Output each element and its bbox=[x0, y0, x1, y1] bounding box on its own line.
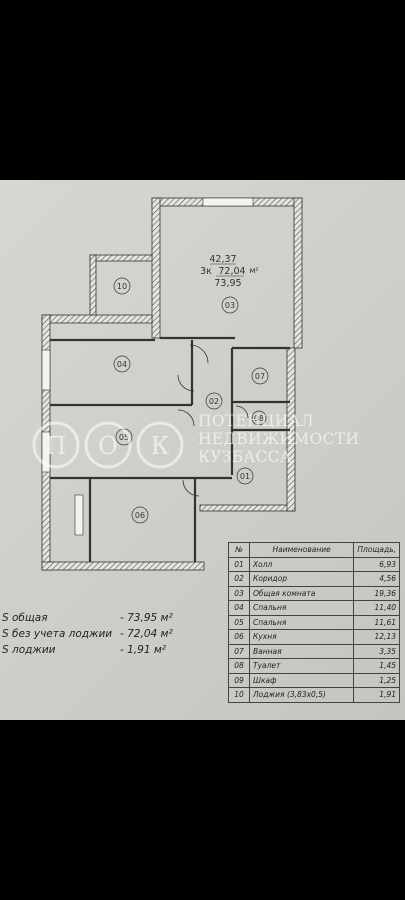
room-area-cell: 4,56 bbox=[353, 571, 400, 587]
area-summary: S общая - 73,95 м² S без учета лоджии - … bbox=[0, 610, 200, 658]
room-area-cell: 1,91 bbox=[353, 687, 400, 703]
room-area-cell: 1,45 bbox=[353, 658, 400, 674]
room-num-cell: 03 bbox=[228, 585, 250, 601]
room-name-cell: Общая комната bbox=[248, 585, 355, 601]
room-area-cell: 1,25 bbox=[353, 672, 400, 688]
summary-value: - 73,95 м² bbox=[120, 612, 173, 624]
room-area-cell: 11,40 bbox=[353, 600, 400, 616]
room-num-cell: 09 bbox=[228, 672, 250, 688]
room-number-03: 03 bbox=[225, 301, 235, 310]
room-name-cell: Холл bbox=[248, 556, 355, 572]
room-number-04: 04 bbox=[117, 360, 127, 369]
apartment-area-total: 73,95 bbox=[214, 278, 241, 289]
room-number-02: 02 bbox=[209, 397, 219, 406]
apartment-unit: м² bbox=[249, 266, 258, 275]
summary-value: - 1,91 м² bbox=[120, 644, 166, 656]
room-area-cell: 3,35 bbox=[353, 643, 400, 659]
room-area-cell: 19,36 bbox=[353, 585, 400, 601]
summary-value: - 72,04 м² bbox=[120, 628, 173, 640]
room-area-cell: 6,93 bbox=[353, 556, 400, 572]
floor-plan-drawing: 10 03 04 07 02 08 05 01 06 42,37 3к 72,0… bbox=[41, 197, 303, 571]
summary-row: S лоджии - 1,91 м² bbox=[0, 642, 200, 658]
room-number-06: 06 bbox=[135, 511, 145, 520]
room-number-01: 01 bbox=[240, 472, 250, 481]
room-num-cell: 07 bbox=[228, 643, 250, 659]
room-name-cell: Спальня bbox=[248, 614, 355, 630]
summary-label: S лоджии bbox=[2, 644, 56, 656]
apartment-type: 3к bbox=[200, 266, 212, 277]
room-name-cell: Ванная bbox=[248, 643, 355, 659]
room-name-cell: Спальня bbox=[248, 600, 355, 616]
room-num-cell: 01 bbox=[228, 556, 250, 572]
room-name-cell: Туалет bbox=[248, 658, 355, 674]
watermark-line: КУЗБАССА bbox=[198, 448, 292, 466]
table-header-row: № Наименование Площадь, bbox=[228, 542, 400, 558]
room-name-cell: Кухня bbox=[248, 629, 355, 645]
column-header: Площадь, bbox=[353, 542, 400, 558]
watermark-line: НЕДВИЖИМОСТИ bbox=[198, 430, 360, 448]
summary-row: S общая - 73,95 м² bbox=[0, 610, 200, 626]
room-num-cell: 02 bbox=[228, 571, 250, 587]
room-name-cell: Коридор bbox=[248, 571, 355, 587]
column-header: Наименование bbox=[248, 542, 355, 558]
apartment-label: 42,37 3к 72,04 м² 73,95 bbox=[200, 254, 259, 289]
summary-row: S без учета лоджии - 72,04 м² bbox=[0, 626, 200, 642]
doors bbox=[177, 344, 249, 497]
room-num-cell: 04 bbox=[228, 600, 250, 616]
room-area-cell: 11,61 bbox=[353, 614, 400, 630]
room-number-05: 05 bbox=[119, 433, 129, 442]
apartment-area-mid: 72,04 bbox=[218, 266, 245, 277]
apartment-area-top: 42,37 bbox=[209, 254, 236, 265]
room-number-07: 07 bbox=[255, 372, 265, 381]
room-number-08: 08 bbox=[254, 414, 264, 423]
room-num-cell: 05 bbox=[228, 614, 250, 630]
room-number-10: 10 bbox=[117, 282, 127, 291]
watermark-line: ПОТЕНЦИАЛ bbox=[198, 412, 314, 430]
interior-walls bbox=[50, 336, 290, 562]
room-num-cell: 10 bbox=[228, 687, 250, 703]
room-name-cell: Лоджия (3,83х0,5) bbox=[248, 687, 355, 703]
watermark-text: ПОТЕНЦИАЛ НЕДВИЖИМОСТИ КУЗБАССА bbox=[198, 412, 359, 466]
windows bbox=[41, 197, 254, 536]
summary-label: S общая bbox=[2, 612, 48, 624]
floor-plan-sheet: 10 03 04 07 02 08 05 01 06 42,37 3к 72,0… bbox=[0, 180, 405, 720]
summary-label: S без учета лоджии bbox=[2, 628, 113, 640]
room-area-cell: 12,13 bbox=[353, 629, 400, 645]
room-num-cell: 08 bbox=[228, 658, 250, 674]
room-num-cell: 06 bbox=[228, 629, 250, 645]
column-header: № bbox=[228, 542, 250, 558]
room-name-cell: Шкаф bbox=[248, 672, 355, 688]
